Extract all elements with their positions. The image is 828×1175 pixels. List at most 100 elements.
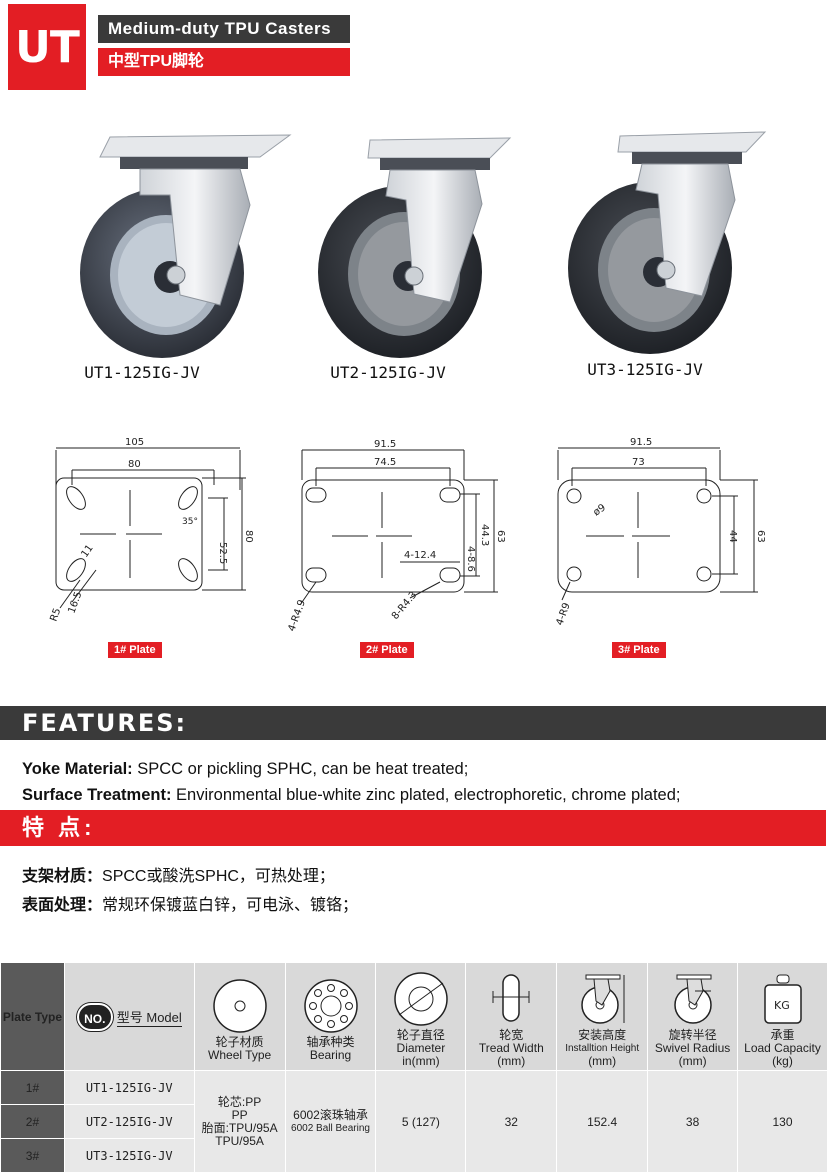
- plate-drawing-2: 91.5 74.5 4-12.4 44.3 63 4-8.6 4-R4.9 8-…: [286, 439, 506, 633]
- plate3-dim-height-outer: 63: [755, 530, 766, 543]
- plate2-dim-height-outer: 63: [495, 530, 506, 543]
- no-badge: NO.: [76, 1002, 113, 1031]
- feature-yoke-label: Yoke Material:: [22, 760, 133, 778]
- plate3-dim-width-inner: 73: [632, 457, 645, 468]
- feature-yoke-text: SPCC or pickling SPHC, can be heat treat…: [132, 760, 469, 778]
- plate-tag-2: 2# Plate: [360, 642, 414, 658]
- plate1-dim-height-outer: 80: [243, 530, 254, 543]
- title-english: Medium-duty TPU Casters: [98, 15, 350, 43]
- plate1-dim-angle: 35°: [182, 517, 198, 527]
- plate-type-header: Plate Type: [0, 962, 65, 1071]
- wheel-type-value-line: 轮芯:PP: [217, 1094, 262, 1109]
- row-index: 3#: [0, 1138, 65, 1173]
- tread-width-cn: 轮宽: [499, 1028, 524, 1042]
- weight-icon-text: KG: [774, 999, 790, 1012]
- plate-drawing-1: 105 80 35° 52.5 80 11 16.5 R5: [48, 437, 254, 623]
- load-capacity-value: 130: [737, 1070, 828, 1173]
- row-index: 2#: [0, 1104, 65, 1139]
- install-height-en: Installtion Height: [565, 1043, 640, 1054]
- features-heading-cn: 特 点:: [0, 810, 826, 846]
- bearing-cn: 轴承种类: [306, 1034, 355, 1049]
- plate3-dim-hole: ø9: [591, 502, 608, 518]
- feature-surface-text: Environmental blue-white zinc plated, el…: [171, 786, 681, 804]
- plate1-dim-width-inner: 80: [128, 459, 141, 470]
- bearing-value: 6002滚珠轴承 6002 Ball Bearing: [284, 1070, 377, 1173]
- plate1-dim-width-outer: 105: [125, 437, 144, 448]
- swivel-radius-value: 38: [647, 1070, 739, 1173]
- feature-yoke-cn-label: 支架材质：: [22, 868, 103, 885]
- load-capacity-en: Load Capacity: [744, 1041, 821, 1055]
- swivel-radius-header: 旋转半径 Swivel Radius (mm): [647, 962, 739, 1071]
- row-model: UT3-125IG-JV: [63, 1138, 195, 1173]
- weight-icon: KG: [763, 974, 802, 1024]
- plate1-dim-slot-length: 16.5: [66, 590, 84, 615]
- diameter-en: Diameter: [396, 1041, 446, 1055]
- wheel-type-en: Wheel Type: [208, 1047, 272, 1062]
- diameter-unit: in(mm): [402, 1054, 440, 1068]
- plate1-dim-slot: 11: [79, 543, 95, 560]
- install-height-unit: (mm): [588, 1054, 617, 1068]
- feature-surface-label: Surface Treatment:: [22, 786, 172, 804]
- table-row: 2# UT2-125IG-JV: [0, 1104, 828, 1139]
- diameter-icon: [394, 972, 448, 1026]
- row-model: UT2-125IG-JV: [63, 1104, 195, 1139]
- plate2-dim-width-inner: 74.5: [374, 457, 396, 468]
- tread-width-header: 轮宽 Tread Width (mm): [465, 962, 558, 1071]
- load-capacity-cn: 承重: [770, 1028, 795, 1042]
- wheel-type-value-line: TPU/95A: [215, 1133, 264, 1148]
- plate1-dim-hole: R5: [48, 607, 63, 623]
- wheel-type-value: 轮芯:PP PP 胎面:TPU/95A TPU/95A: [193, 1070, 286, 1173]
- caster-image-2: [318, 137, 512, 358]
- bearing-en: Bearing: [309, 1047, 352, 1062]
- feature-yoke-cn: 支架材质：SPCC或酸洗SPHC，可热处理；: [22, 862, 335, 886]
- swivel-radius-en: Swivel Radius: [654, 1041, 731, 1055]
- swivel-radius-unit: (mm): [678, 1054, 707, 1068]
- bearing-value-cn: 6002滚珠轴承: [293, 1107, 368, 1122]
- swivel-radius-cn: 旋转半径: [668, 1028, 717, 1042]
- tread-width-value: 32: [465, 1070, 558, 1173]
- bearing-value-en: 6002 Ball Bearing: [291, 1122, 370, 1134]
- install-height-cn: 安装高度: [578, 1028, 627, 1042]
- plate3-dim-height-inner: 44: [727, 530, 738, 543]
- plate2-dim-slot-width: 4-8.6: [465, 546, 476, 572]
- feature-surface-cn-label: 表面处理：: [22, 897, 103, 914]
- model-header-text: 型号 Model: [116, 1007, 182, 1027]
- feature-yoke: Yoke Material: SPCC or pickling SPHC, ca…: [22, 760, 468, 779]
- plate2-dim-radius-a: 4-R4.9: [286, 598, 308, 633]
- table-header-row: Plate Type NO.型号 Model 轮子材质 Wheel Type 轴…: [0, 962, 828, 1071]
- model-label-3: UT3-125IG-JV: [587, 360, 703, 379]
- row-index: 1#: [0, 1070, 65, 1105]
- wheel-icon: [212, 978, 267, 1033]
- load-capacity-header: KG 承重 Load Capacity (kg): [737, 962, 828, 1071]
- bearing-icon: [303, 978, 358, 1033]
- plate-drawing-3: 91.5 73 ø9 44 63 4-R9: [554, 437, 766, 627]
- features-heading: FEATURES:: [0, 706, 826, 740]
- plate2-dim-slot: 4-12.4: [404, 550, 436, 561]
- plate3-dim-width-outer: 91.5: [630, 437, 652, 448]
- wheel-type-value-line: PP: [231, 1107, 248, 1122]
- model-label-2: UT2-125IG-JV: [330, 363, 446, 382]
- diameter-cn: 轮子直径: [396, 1028, 445, 1042]
- title-chinese: 中型TPU脚轮: [98, 48, 350, 76]
- wheel-type-header: 轮子材质 Wheel Type: [193, 962, 286, 1071]
- height-icon: [581, 974, 625, 1024]
- model-header: NO.型号 Model: [63, 962, 195, 1071]
- table-row: 1# UT1-125IG-JV 轮芯:PP PP 胎面:TPU/95A TPU/…: [0, 1070, 828, 1173]
- install-height-value: 152.4: [556, 1070, 649, 1173]
- tread-width-en: Tread Width: [478, 1041, 544, 1055]
- brand-logo: UT: [8, 4, 86, 90]
- tread-icon: [492, 974, 530, 1022]
- plate2-dim-radius-b: 8-R4.3: [390, 590, 420, 622]
- feature-surface-cn: 表面处理：常规环保镀蓝白锌，可电泳、镀铬；: [22, 891, 358, 915]
- diameter-value: 5 (127): [375, 1070, 467, 1173]
- load-capacity-unit: (kg): [772, 1054, 793, 1068]
- install-height-header: 安装高度 Installtion Height (mm): [556, 962, 649, 1071]
- plate-tag-1: 1# Plate: [108, 642, 162, 658]
- spec-table: Plate Type NO.型号 Model 轮子材质 Wheel Type 轴…: [0, 962, 828, 1173]
- model-label-1: UT1-125IG-JV: [84, 363, 200, 382]
- caster-image-1: [80, 134, 292, 358]
- diameter-header: 轮子直径 Diameter in(mm): [375, 962, 467, 1071]
- bearing-header: 轴承种类 Bearing: [284, 962, 377, 1071]
- plate3-dim-radius: 4-R9: [554, 601, 572, 627]
- plate2-dim-height-inner: 44.3: [479, 524, 490, 546]
